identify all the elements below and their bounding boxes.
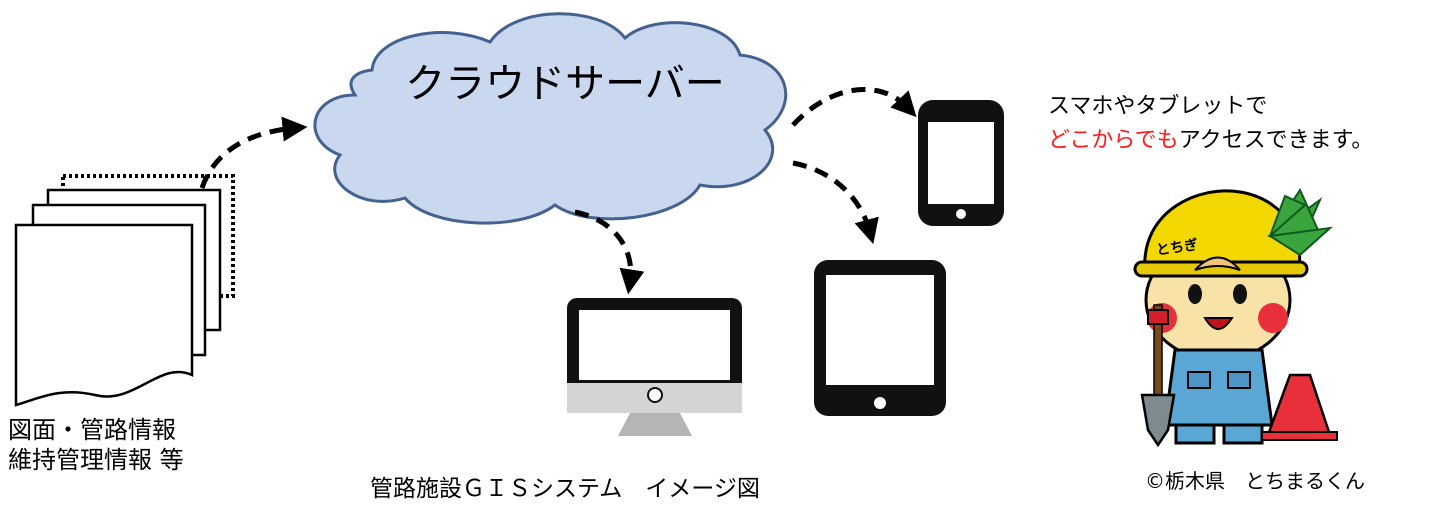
mascot-credit: ©栃木県 とちまるくん [1145, 469, 1365, 493]
diagram-caption: 管路施設ＧＩＳシステム イメージ図 [370, 476, 760, 502]
flow-arrows [199, 87, 917, 295]
documents-label-line1: 図面・管路情報 [8, 416, 176, 444]
documents-label-line2: 維持管理情報 等 [8, 446, 184, 474]
access-note: スマホやタブレットで どこからでもアクセスできます。 [1048, 90, 1373, 158]
tablet-icon [814, 260, 946, 416]
access-note-highlight: どこからでも [1048, 128, 1179, 153]
documents-label: 図面・管路情報 維持管理情報 等 [8, 415, 184, 475]
smartphone-icon [918, 100, 1004, 226]
arrow-cloud-to-desktop [574, 209, 645, 295]
arrow-cloud-to-tablet [792, 160, 879, 245]
access-note-line2: どこからでもアクセスできます。 [1048, 124, 1373, 158]
cloud-server-shape [313, 12, 788, 225]
access-note-rest: アクセスできます。 [1178, 128, 1374, 153]
document-stack-icon [14, 174, 235, 407]
desktop-monitor-icon [567, 298, 742, 436]
arrow-cloud-to-smartphone [791, 87, 917, 127]
arrow-documents-to-cloud [199, 116, 308, 189]
cloud-server-label: クラウドサーバー [405, 61, 725, 107]
mascot-illustration [1133, 187, 1338, 448]
access-note-line1: スマホやタブレットで [1048, 94, 1268, 119]
